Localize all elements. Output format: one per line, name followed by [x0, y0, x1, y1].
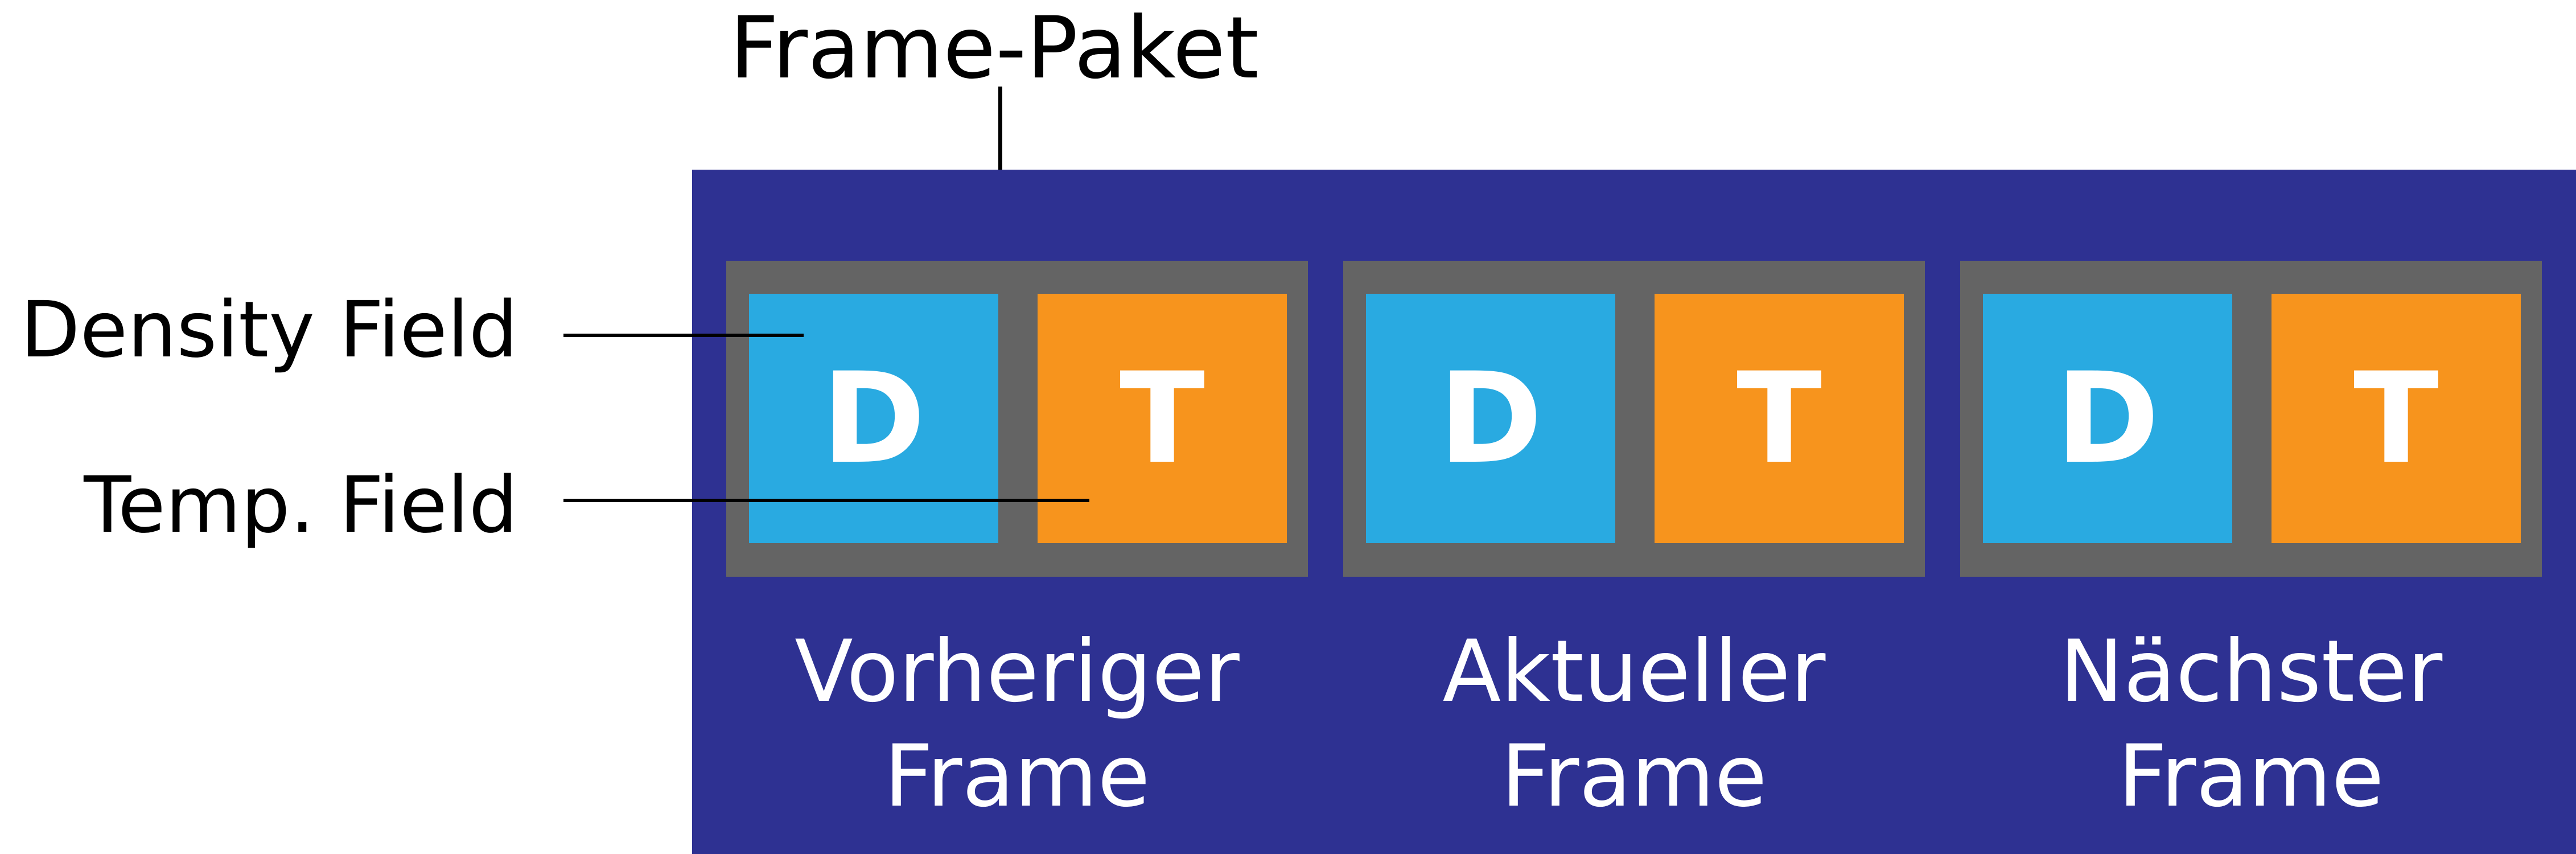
frame-group-previous: D T [726, 261, 1308, 577]
frame-packet-panel: D T D T D T Vorheriger Frame Aktueller F… [692, 170, 2576, 854]
caption-line-1: Nächster [2059, 622, 2443, 721]
frame-group-current: D T [1343, 261, 1925, 577]
density-connector-line [563, 334, 804, 337]
frame-caption-next: Nächster Frame [1960, 619, 2542, 829]
temp-letter: T [1119, 346, 1205, 491]
caption-line-1: Aktueller [1442, 622, 1826, 721]
density-cell: D [1366, 294, 1615, 543]
caption-line-2: Frame [884, 727, 1150, 826]
density-field-label: Density Field [20, 285, 518, 375]
temp-connector-line [563, 499, 1089, 502]
diagram-title: Frame-Paket [730, 0, 1259, 98]
temp-field-label: Temp. Field [84, 461, 518, 551]
temp-cell: T [1655, 294, 1904, 543]
temp-letter: T [2353, 346, 2439, 491]
density-letter: D [1438, 346, 1543, 491]
caption-line-2: Frame [2118, 727, 2384, 826]
title-connector-line [998, 87, 1002, 206]
density-letter: D [821, 346, 926, 491]
density-letter: D [2055, 346, 2160, 491]
caption-line-2: Frame [1501, 727, 1767, 826]
density-cell: D [749, 294, 998, 543]
temp-letter: T [1736, 346, 1822, 491]
frame-group-next: D T [1960, 261, 2542, 577]
caption-line-1: Vorheriger [795, 622, 1240, 721]
frame-caption-current: Aktueller Frame [1343, 619, 1925, 829]
temp-cell: T [1038, 294, 1287, 543]
density-cell: D [1983, 294, 2232, 543]
frame-caption-previous: Vorheriger Frame [726, 619, 1308, 829]
temp-cell: T [2272, 294, 2521, 543]
